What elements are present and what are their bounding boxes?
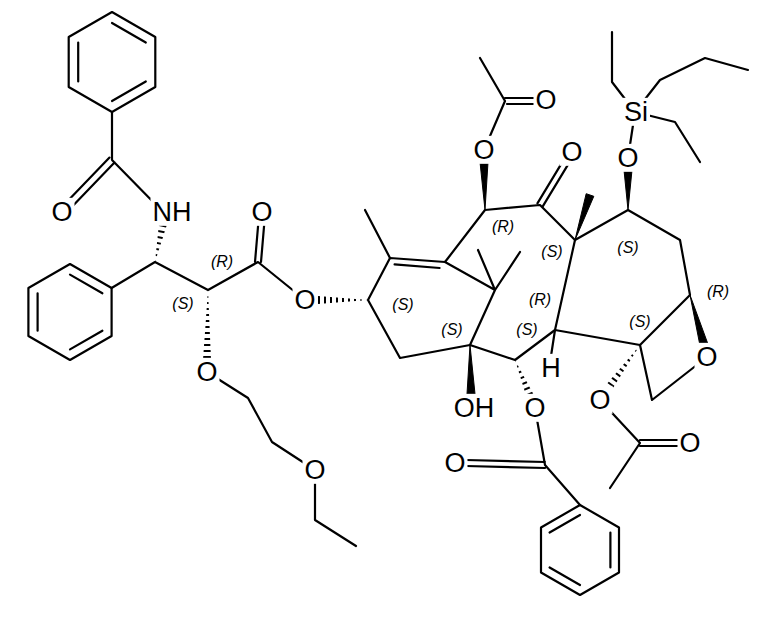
- single-bonds: [60, 112, 164, 214]
- single-bonds: [28, 12, 748, 595]
- atom-label: O: [522, 394, 547, 422]
- single-bonds: [112, 215, 305, 300]
- atom-label: O: [471, 136, 496, 164]
- atom-label: O: [302, 456, 327, 484]
- wedge-bonds: [575, 194, 594, 240]
- atom-label: O: [49, 198, 74, 226]
- single-bonds: [207, 372, 356, 546]
- atom-label: O: [587, 386, 612, 414]
- atom-label: O: [533, 86, 558, 114]
- single-bonds: [537, 160, 568, 206]
- atom-label: O: [249, 198, 274, 226]
- stereo-descriptor: (S): [440, 322, 463, 339]
- atom-label: H: [539, 354, 563, 382]
- wedge-bonds: [467, 162, 708, 394]
- stereo-descriptor: (R): [491, 219, 515, 236]
- stereo-descriptor: (S): [540, 244, 563, 261]
- single-bonds: [612, 32, 748, 162]
- atom-label: O: [194, 358, 219, 386]
- atom-label: NH: [151, 198, 194, 226]
- hashed-bonds: [318, 294, 368, 306]
- stereo-descriptor: (R): [706, 284, 730, 301]
- single-bonds: [365, 210, 575, 356]
- stereo-descriptor: (S): [628, 314, 651, 331]
- stereo-descriptor: (S): [616, 240, 639, 257]
- atom-label: O: [442, 449, 467, 477]
- atom-label: O: [694, 343, 719, 371]
- wedge-bonds: [467, 345, 475, 394]
- wedge-bonds: [480, 162, 488, 210]
- wedge-bonds: [690, 295, 708, 346]
- wedge-bonds: [624, 170, 632, 210]
- stereo-descriptor: (R): [528, 292, 552, 309]
- single-bonds: [466, 408, 580, 505]
- hashed-bonds: [207, 290, 208, 360]
- stereo-descriptor: (S): [171, 296, 194, 313]
- atom-label: O: [559, 138, 584, 166]
- single-bonds: [69, 12, 156, 112]
- atom-label: O: [615, 144, 640, 172]
- atom-label: O: [677, 429, 702, 457]
- single-bonds: [541, 505, 619, 595]
- hashed-bonds: [515, 360, 531, 398]
- stereo-descriptor: (S): [515, 322, 538, 339]
- atom-label: O: [292, 286, 317, 314]
- hashed-bonds: [607, 345, 640, 390]
- stereo-descriptor: (S): [391, 297, 414, 314]
- single-bonds: [28, 264, 111, 360]
- single-bonds: [368, 205, 690, 360]
- atom-label: Si: [622, 98, 650, 126]
- stereo-descriptor: (R): [210, 254, 234, 271]
- hashed-bonds: [155, 224, 163, 262]
- hashed-bonds: [155, 224, 640, 398]
- atom-label: OH: [452, 394, 497, 422]
